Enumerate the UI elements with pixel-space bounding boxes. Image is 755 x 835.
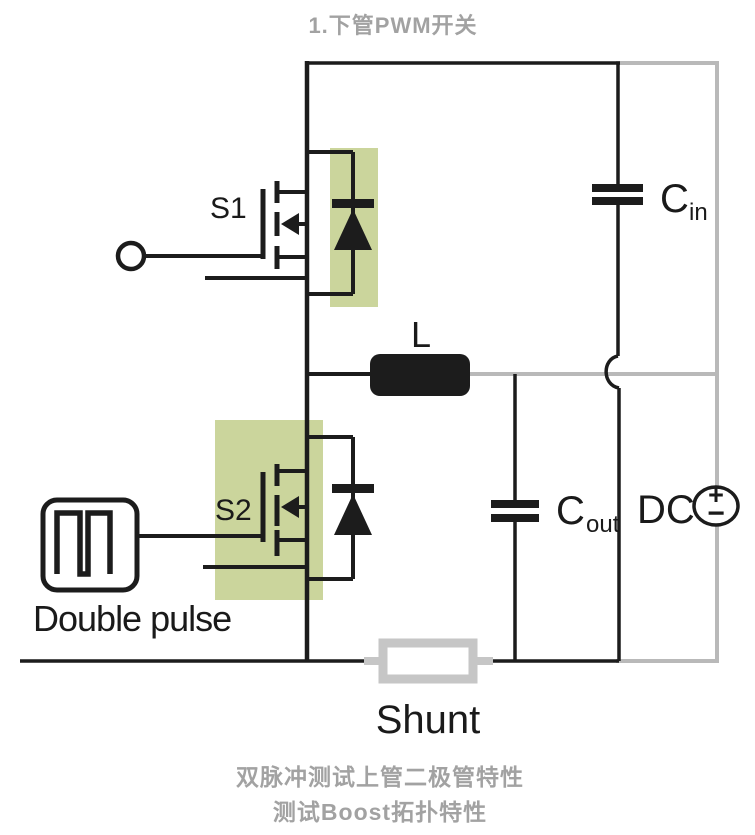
- figure-captions: 双脉冲测试上管二极管特性 测试Boost拓扑特性: [236, 764, 524, 825]
- s2-label: S2: [215, 494, 252, 527]
- cin-label-subscript: in: [689, 199, 708, 226]
- component-labels: S1 S2 L C in C out DC Shunt Double pulse: [33, 177, 708, 742]
- s1-gate-terminal-circle: [115, 240, 147, 272]
- shunt-body: [378, 638, 478, 684]
- double-pulse-waveform-icon: [54, 510, 113, 577]
- dc-source: + −: [692, 480, 740, 530]
- caption-line-1: 双脉冲测试上管二极管特性: [236, 764, 524, 790]
- crossover-hop: [604, 354, 620, 390]
- shunt-label: Shunt: [376, 698, 481, 742]
- figure-title: 1.下管PWM开关: [308, 13, 477, 38]
- cin-bottom-plate: [592, 197, 643, 205]
- cout-capacitor: [491, 500, 539, 522]
- cin-capacitor: [592, 184, 643, 205]
- s1-mosfet: [115, 181, 309, 280]
- cout-label-subscript: out: [586, 511, 620, 538]
- gray-wiring: [468, 61, 719, 663]
- s1-body-arrow-icon: [281, 213, 299, 235]
- s1-diode-cathode-bar: [332, 199, 374, 208]
- dc-plus-sign: +: [708, 480, 724, 510]
- right-rail-upper: [616, 61, 719, 489]
- right-rail-lower: [616, 523, 719, 663]
- s2-body-arrow-icon: [281, 496, 299, 518]
- dc-minus-sign: −: [707, 497, 725, 530]
- caption-line-2: 测试Boost拓扑特性: [273, 799, 487, 825]
- dc-source-circle: [692, 485, 740, 527]
- s1-body-diode: [305, 150, 374, 296]
- cout-label: C: [556, 489, 585, 533]
- black-wiring: [20, 61, 621, 663]
- inductor-label: L: [411, 314, 431, 355]
- cin-top-plate: [592, 184, 643, 192]
- s1-diode-anode-triangle: [334, 209, 372, 250]
- s2-mosfet: [137, 464, 309, 569]
- inductor-body: [370, 354, 470, 396]
- shunt-resistor: [364, 638, 493, 684]
- s2-diode-anode-triangle: [334, 494, 372, 535]
- s2-body-diode: [305, 435, 374, 581]
- s1-label: S1: [210, 192, 247, 225]
- dc-label: DC: [637, 488, 695, 532]
- s2-diode-cathode-bar: [332, 484, 374, 493]
- cout-bottom-plate: [491, 514, 539, 522]
- double-pulse-generator: [40, 497, 140, 593]
- cin-label: C: [660, 177, 689, 221]
- double-pulse-label: Double pulse: [33, 598, 231, 639]
- cout-top-plate: [491, 500, 539, 508]
